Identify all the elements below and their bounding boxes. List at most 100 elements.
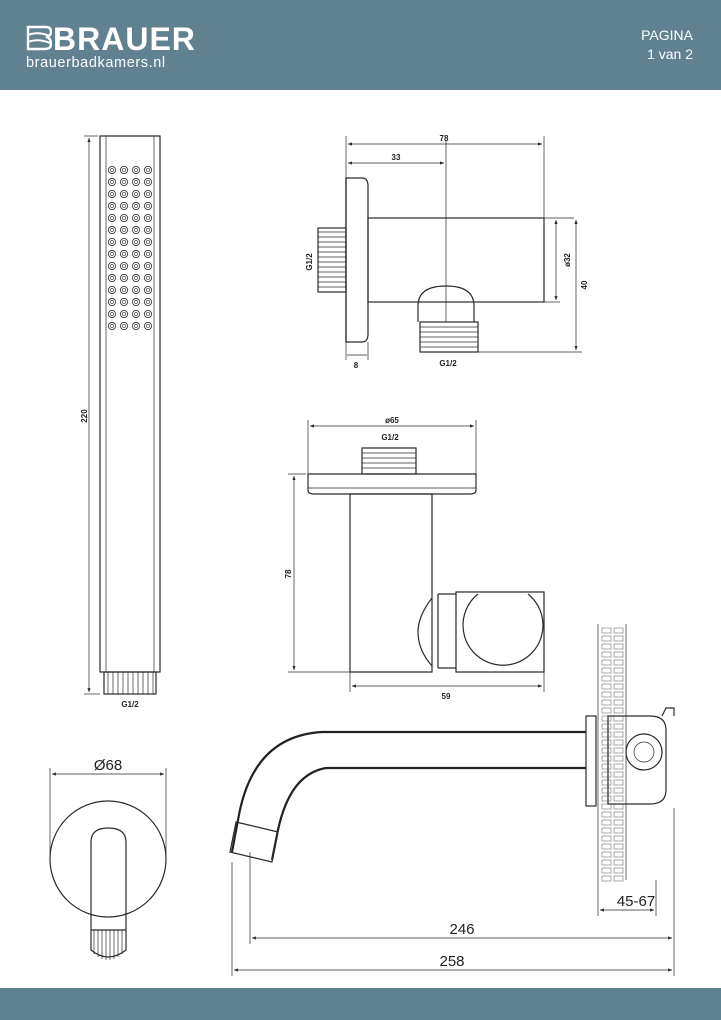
- nozzle: [120, 165, 129, 174]
- holder-clip: [455, 591, 545, 673]
- wall-brick: [613, 707, 624, 714]
- nozzle-inner: [134, 276, 138, 280]
- nozzle: [131, 189, 140, 198]
- wall-brick: [613, 779, 624, 786]
- wall-brick: [601, 779, 612, 786]
- nozzle: [108, 177, 117, 186]
- nozzle: [131, 225, 140, 234]
- nozzle: [143, 285, 152, 294]
- dim-outlet-height: 40: [580, 280, 589, 289]
- nozzle-inner: [146, 192, 150, 196]
- wall-brick: [613, 723, 624, 730]
- wall-brick: [601, 731, 612, 738]
- wall-brick: [613, 715, 624, 722]
- wall-brick: [601, 811, 612, 818]
- wall-brick: [613, 691, 624, 698]
- nozzle: [143, 225, 152, 234]
- nozzle-inner: [146, 276, 150, 280]
- nozzle-inner: [146, 240, 150, 244]
- spout-flange: [585, 715, 597, 807]
- nozzle: [131, 273, 140, 282]
- nozzle-inner: [146, 228, 150, 232]
- nozzle: [143, 321, 152, 330]
- holder-cradle: [462, 593, 544, 666]
- outlet-thread-left: [317, 227, 347, 293]
- wall-brick: [601, 699, 612, 706]
- wall-brick: [601, 707, 612, 714]
- nozzle-inner: [110, 264, 114, 268]
- nozzle-inner: [146, 288, 150, 292]
- nozzle: [131, 165, 140, 174]
- wall-brick: [613, 659, 624, 666]
- wall-brick: [601, 643, 612, 650]
- brauer-logo[interactable]: BRAUER brauerbadkamers.nl: [26, 22, 226, 72]
- wall-brick: [613, 675, 624, 682]
- nozzle: [120, 297, 129, 306]
- wall-brick: [613, 747, 624, 754]
- nozzle: [143, 237, 152, 246]
- wall-brick: [601, 627, 612, 634]
- wall-brick: [613, 763, 624, 770]
- nozzle-inner: [146, 264, 150, 268]
- hand-shower-thread: [103, 671, 157, 695]
- nozzle: [143, 273, 152, 282]
- wall-brick: [601, 659, 612, 666]
- nozzle-inner: [110, 192, 114, 196]
- wall-brick: [613, 643, 624, 650]
- wall-brick: [613, 811, 624, 818]
- wall-brick: [601, 723, 612, 730]
- page-number: 1 van 2: [647, 46, 693, 62]
- wall-brick: [613, 771, 624, 778]
- nozzle-inner: [134, 216, 138, 220]
- nozzle: [131, 297, 140, 306]
- nozzle: [108, 249, 117, 258]
- nozzle-inner: [110, 228, 114, 232]
- nozzle-inner: [134, 300, 138, 304]
- nozzle: [131, 213, 140, 222]
- wall-brick: [613, 819, 624, 826]
- nozzle: [120, 189, 129, 198]
- nozzle-inner: [122, 264, 126, 268]
- nozzle-inner: [122, 276, 126, 280]
- dim-outlet-offset: 33: [392, 153, 401, 162]
- wall-brick: [613, 851, 624, 858]
- wall-brick: [613, 827, 624, 834]
- dim-spout-length: 246: [449, 921, 474, 938]
- nozzle-inner: [134, 252, 138, 256]
- dim-body-diameter: ø32: [563, 253, 572, 267]
- wall-brick: [601, 875, 612, 882]
- nozzle: [108, 321, 117, 330]
- wall-brick: [601, 851, 612, 858]
- website-url[interactable]: brauerbadkamers.nl: [26, 55, 166, 71]
- hand-shower-view: 220 G1/2: [80, 135, 161, 709]
- header-bar: BRAUER brauerbadkamers.nl PAGINA 1 van 2: [0, 0, 721, 90]
- wall-brick: [613, 795, 624, 802]
- dim-hand-shower-length: 220: [80, 409, 89, 423]
- nozzle: [108, 309, 117, 318]
- wall-brick: [613, 651, 624, 658]
- nozzle: [120, 177, 129, 186]
- nozzle: [120, 273, 129, 282]
- nozzle: [120, 321, 129, 330]
- logo-mark-icon: [26, 25, 52, 51]
- nozzle: [108, 297, 117, 306]
- nozzle-inner: [134, 240, 138, 244]
- nozzle-inner: [134, 204, 138, 208]
- nozzle-inner: [110, 180, 114, 184]
- nozzle-inner: [110, 300, 114, 304]
- nozzle: [108, 189, 117, 198]
- wall-section: [597, 624, 627, 882]
- holder-body: [349, 493, 433, 673]
- wall-brick: [601, 867, 612, 874]
- nozzle-inner: [110, 216, 114, 220]
- nozzle-inner: [134, 288, 138, 292]
- wall-brick: [601, 747, 612, 754]
- nozzle-inner: [134, 180, 138, 184]
- nozzle-inner: [122, 252, 126, 256]
- nozzle-inner: [146, 204, 150, 208]
- wall-brick: [601, 691, 612, 698]
- nozzle: [143, 189, 152, 198]
- nozzle-inner: [134, 324, 138, 328]
- nozzle-inner: [146, 312, 150, 316]
- nozzle: [108, 261, 117, 270]
